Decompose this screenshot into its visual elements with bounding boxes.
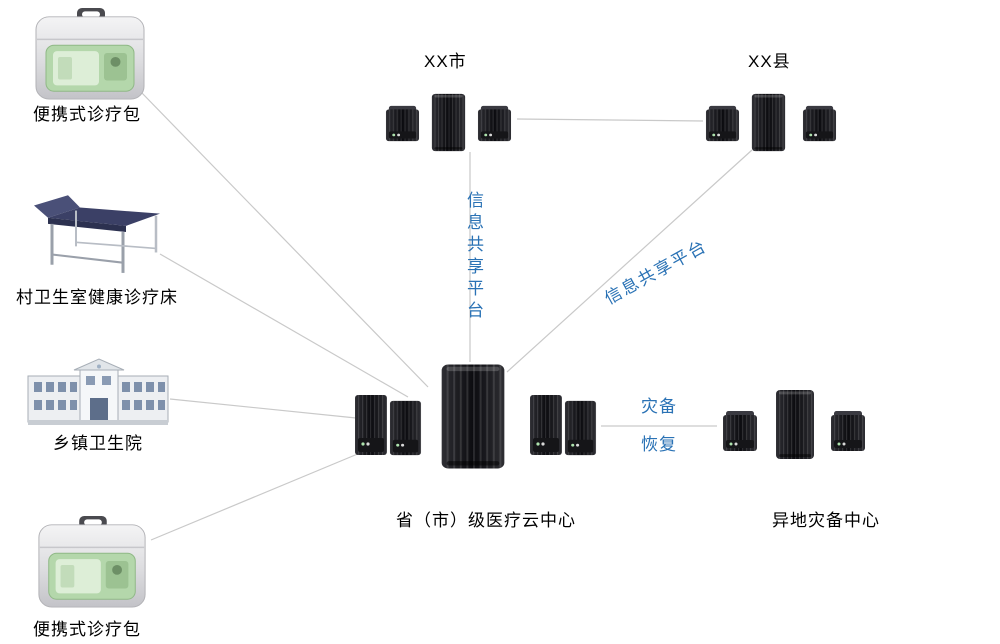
edge-hospital-cloud (169, 398, 357, 419)
dr-server-small-left-icon (722, 410, 758, 452)
dr-label: 异地灾备中心 (772, 511, 880, 530)
cloud-server-left-1-icon (354, 394, 388, 456)
kit-bottom-label: 便携式诊疗包 (33, 620, 141, 639)
hospital-building-icon (26, 358, 170, 428)
county-server-tall-icon (751, 93, 786, 152)
bed-label: 村卫生室健康诊疗床 (16, 288, 178, 307)
cloud-server-right-1-icon (529, 394, 563, 456)
city-label: XX市 (424, 52, 467, 71)
edge-kit-bottom-cloud (150, 447, 373, 541)
portable-kit-bottom-icon (33, 516, 151, 610)
county-label: XX县 (748, 52, 791, 71)
kit-top-label: 便携式诊疗包 (33, 105, 141, 124)
edge-bed-cloud (159, 253, 409, 398)
hospital-label: 乡镇卫生院 (53, 434, 143, 453)
cloud-server-main-icon (440, 363, 506, 470)
exam-bed-icon (26, 183, 166, 277)
cloud-server-left-2-icon (389, 400, 422, 456)
edge-county-cloud (506, 149, 753, 373)
portable-kit-top-icon (30, 8, 150, 102)
edge-label-dr-top: 灾备 (641, 397, 677, 416)
cloud-label: 省（市）级医疗云中心 (396, 511, 576, 530)
edge-label-dr-bottom: 恢复 (641, 435, 677, 454)
dr-server-tall-icon (775, 389, 815, 460)
county-server-small-right-icon (802, 105, 837, 142)
county-server-small-left-icon (705, 105, 740, 142)
edge-label-info-share-vertical: 信息共享平台 (464, 191, 483, 323)
edge-city-county (516, 118, 704, 122)
dr-server-small-right-icon (830, 410, 866, 452)
city-server-small-right-icon (477, 105, 512, 142)
cloud-server-right-2-icon (564, 400, 597, 456)
city-server-small-left-icon (385, 105, 420, 142)
city-server-tall-icon (431, 93, 466, 152)
edge-kit-top-cloud (140, 91, 429, 388)
